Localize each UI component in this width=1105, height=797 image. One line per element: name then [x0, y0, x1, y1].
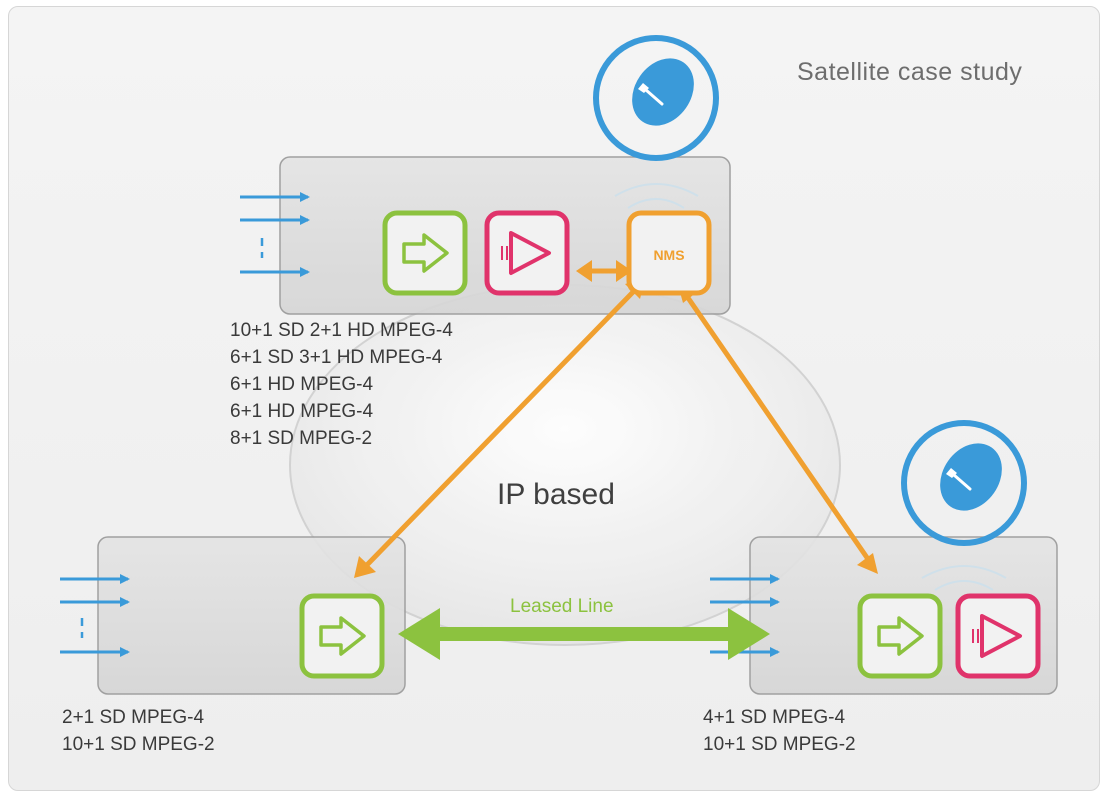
- modulator-amplifier-icon: [484, 210, 570, 296]
- satellite-dish-icon: [593, 35, 719, 161]
- right-site-specs: 4+1 SD MPEG-4 10+1 SD MPEG-2: [703, 704, 856, 758]
- spec-line: 6+1 HD MPEG-4: [230, 374, 374, 395]
- nms-box: [626, 210, 712, 296]
- spec-line: 8+1 SD MPEG-2: [230, 428, 373, 449]
- spec-line: 2+1 SD MPEG-4: [62, 707, 205, 728]
- encoder-arrow-icon: [857, 593, 943, 679]
- left-site-specs: 2+1 SD MPEG-4 10+1 SD MPEG-2: [62, 704, 215, 758]
- nms-label: NMS: [653, 247, 684, 263]
- top-input-arrows: [240, 192, 310, 277]
- right-signal-waves: [921, 565, 1007, 591]
- leased-line-link: [398, 608, 770, 660]
- left-input-arrows: [60, 574, 130, 657]
- spec-line: 6+1 HD MPEG-4: [230, 401, 374, 422]
- spec-line: 4+1 SD MPEG-4: [703, 707, 846, 728]
- spec-line: 10+1 SD MPEG-2: [62, 734, 215, 755]
- top-signal-waves: [614, 183, 699, 209]
- ip-network-label: IP based: [497, 478, 615, 511]
- top-site-specs: 10+1 SD 2+1 HD MPEG-4 6+1 SD 3+1 HD MPEG…: [230, 317, 453, 452]
- diagram-title: Satellite case study: [797, 58, 1023, 86]
- encoder-arrow-icon: [299, 593, 385, 679]
- spec-line: 6+1 SD 3+1 HD MPEG-4: [230, 347, 443, 368]
- spec-line: 10+1 SD 2+1 HD MPEG-4: [230, 320, 453, 341]
- leased-line-label: Leased Line: [510, 596, 614, 617]
- spec-line: 10+1 SD MPEG-2: [703, 734, 856, 755]
- modulator-amplifier-icon: [955, 593, 1041, 679]
- satellite-dish-icon: [901, 420, 1027, 546]
- encoder-arrow-icon: [382, 210, 468, 296]
